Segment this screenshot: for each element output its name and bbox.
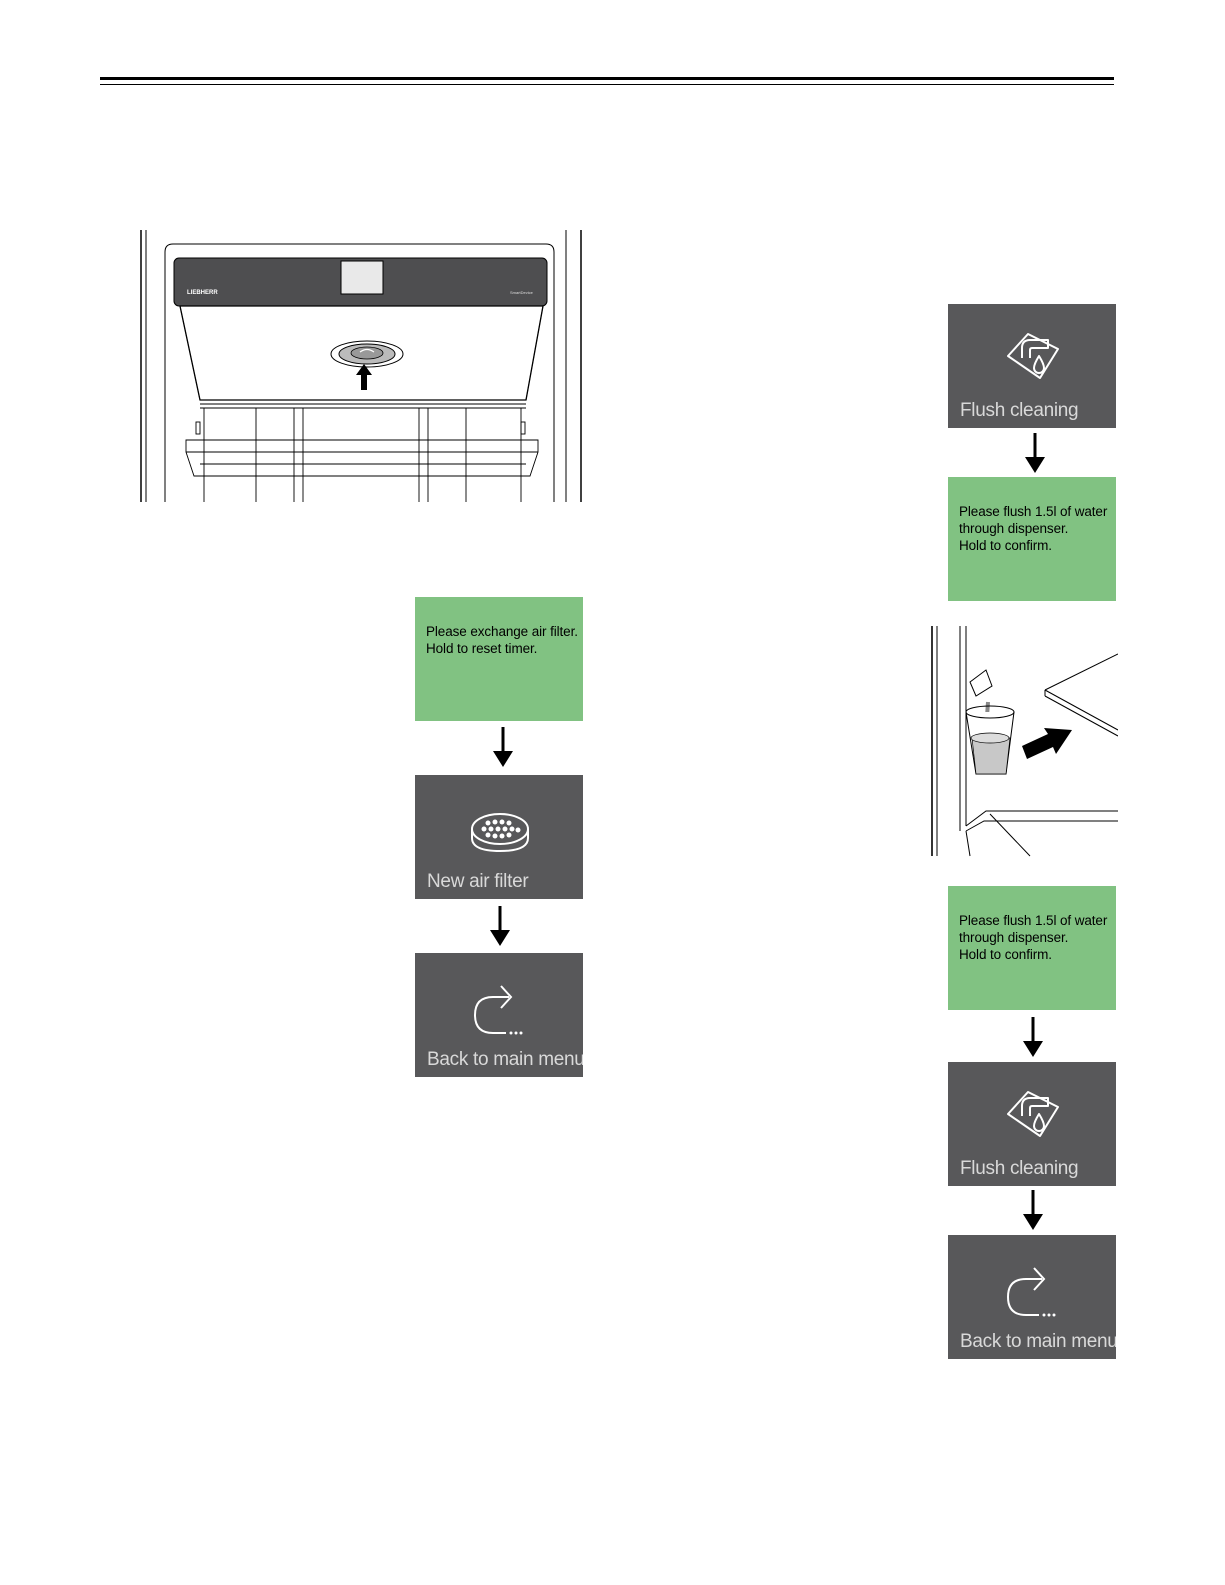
- header-rule-thin: [100, 84, 1114, 85]
- flush-message-panel-2: Please flush 1.5l of water through dispe…: [948, 886, 1116, 1010]
- flush-cleaning-label-bottom: Flush cleaning: [960, 1158, 1078, 1180]
- dispenser-glass-illustration: [930, 626, 1118, 858]
- back-arrow-icon: [948, 1235, 1116, 1325]
- flush-cleaning-icon: [948, 304, 1116, 394]
- flow-arrow-down: [489, 906, 511, 946]
- back-to-main-menu-tile-right[interactable]: Back to main menu: [948, 1235, 1116, 1359]
- fridge-filter-illustration: LIEBHERR SmartDevice: [138, 230, 584, 504]
- flow-arrow-down: [1024, 433, 1046, 473]
- back-to-main-menu-label-left: Back to main menu: [427, 1049, 583, 1071]
- back-arrow-icon: [415, 953, 583, 1043]
- air-filter-message-text: Please exchange air filter. Hold to rese…: [426, 623, 583, 657]
- new-air-filter-label: New air filter: [427, 871, 528, 893]
- series-logo-text: SmartDevice: [510, 290, 534, 295]
- brand-logo-text: LIEBHERR: [187, 290, 218, 296]
- flush-message-panel-1: Please flush 1.5l of water through dispe…: [948, 477, 1116, 601]
- back-to-main-menu-tile-left[interactable]: Back to main menu: [415, 953, 583, 1077]
- flush-message-text-2: Please flush 1.5l of water through dispe…: [959, 912, 1116, 963]
- new-air-filter-tile[interactable]: New air filter: [415, 775, 583, 899]
- flush-cleaning-tile-bottom[interactable]: Flush cleaning: [948, 1062, 1116, 1186]
- flush-cleaning-tile-top[interactable]: Flush cleaning: [948, 304, 1116, 428]
- air-filter-icon: [415, 775, 583, 865]
- flush-cleaning-label-top: Flush cleaning: [960, 400, 1078, 422]
- air-filter-message-panel: Please exchange air filter. Hold to rese…: [415, 597, 583, 721]
- flow-arrow-down: [492, 727, 514, 767]
- flow-arrow-down: [1022, 1017, 1044, 1057]
- header-rule-thick: [100, 77, 1114, 80]
- flow-arrow-down: [1022, 1190, 1044, 1230]
- flush-message-text-1: Please flush 1.5l of water through dispe…: [959, 503, 1116, 554]
- flush-cleaning-icon: [948, 1062, 1116, 1152]
- back-to-main-menu-label-right: Back to main menu: [960, 1331, 1116, 1353]
